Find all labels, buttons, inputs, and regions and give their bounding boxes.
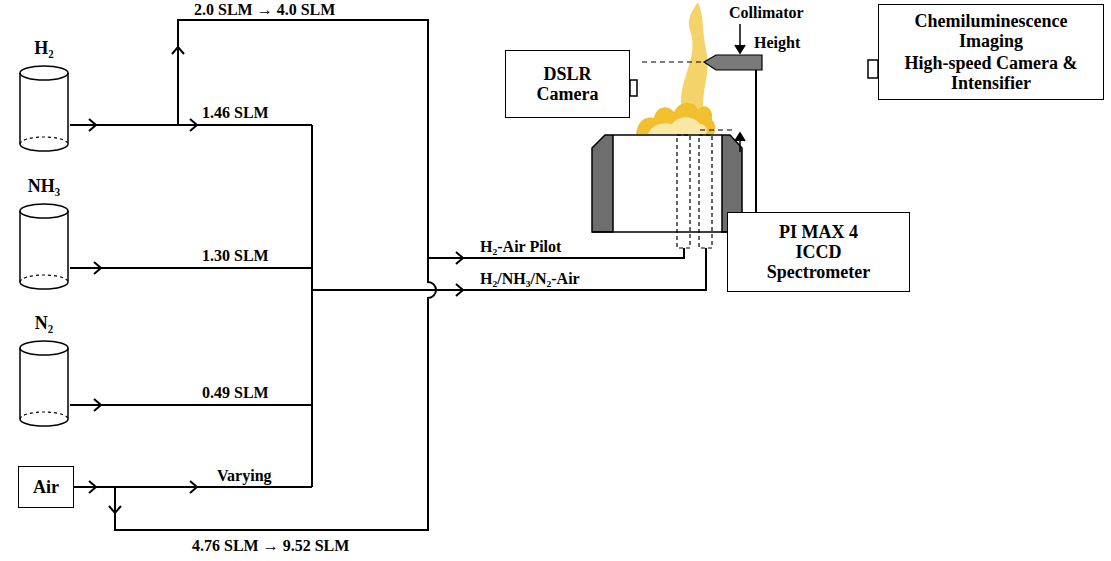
gas-cylinder: NH₃	[18, 176, 70, 292]
cylinder-bottom	[20, 419, 68, 426]
flame-base	[636, 103, 715, 134]
flow-label: 1.30 SLM	[200, 247, 271, 264]
burner-wall-left	[592, 135, 613, 232]
cylinder-top	[20, 341, 68, 355]
box-text: Chemiluminescence Imaging	[903, 11, 1079, 51]
flow-arrowhead	[94, 262, 101, 274]
box-text: Air	[33, 477, 59, 497]
camera-box: DSLR Camera	[505, 50, 630, 118]
cylinder-top	[20, 204, 68, 218]
box-text: DSLR Camera	[528, 64, 608, 104]
flow-label: H₂/NH₃/N₂-Air	[478, 270, 582, 287]
camera-lens	[630, 80, 637, 96]
flow-arrowhead	[456, 252, 463, 264]
height-arrowhead	[735, 133, 745, 141]
flame-core	[648, 117, 707, 134]
dimension-label: Height	[752, 34, 802, 51]
h2-supply-line	[70, 124, 312, 126]
spectrometer-box: PI MAX 4 ICCD Spectrometer	[727, 212, 910, 292]
camera-lens	[868, 60, 878, 78]
gas-cylinder: H₂	[18, 38, 70, 154]
cylinder-outline	[18, 64, 70, 154]
burner-exit-line	[700, 129, 734, 130]
cylinder-top	[20, 66, 68, 80]
flow-arrowhead	[172, 47, 184, 54]
box-text: PI MAX 4 ICCD Spectrometer	[763, 222, 875, 282]
gas-name: N₂	[18, 313, 70, 337]
cylinder-side	[20, 211, 68, 282]
flow-arrowhead	[456, 284, 463, 296]
flow-label: H₂-Air Pilot	[478, 238, 563, 255]
mixing-manifold	[311, 125, 313, 487]
fiber-cable	[755, 70, 757, 212]
pilot-tube	[677, 135, 690, 248]
dimension-label: Collimator	[727, 4, 806, 21]
cylinder-outline	[18, 339, 70, 429]
flame	[636, 2, 715, 134]
camera-box: Chemiluminescence ImagingHigh-speed Came…	[878, 4, 1104, 100]
flow-label: 2.0 SLM → 4.0 SLM	[192, 1, 337, 18]
gas-cylinder: N₂	[18, 313, 70, 429]
gas-name: H₂	[18, 38, 70, 62]
cylinder-bottom-hidden	[20, 275, 68, 282]
n2-supply-line	[70, 404, 312, 406]
cylinder-bottom	[20, 144, 68, 151]
collimator	[704, 55, 762, 70]
flame-plume	[681, 2, 708, 112]
flow-arrowhead	[190, 119, 197, 131]
flow-label: 4.76 SLM → 9.52 SLM	[190, 537, 351, 554]
cylinder-bottom	[20, 282, 68, 289]
flow-arrowhead	[190, 481, 197, 493]
air-supply-line	[74, 486, 312, 488]
cylinder-side	[20, 73, 68, 144]
flow-label: 0.49 SLM	[200, 384, 271, 401]
gas-name: NH₃	[18, 176, 70, 200]
flow-arrowhead	[89, 481, 96, 493]
box-text: High-speed Camera & Intensifier	[903, 53, 1079, 93]
main-tube	[699, 135, 712, 248]
height-arrowhead	[735, 45, 745, 53]
nh3-supply-line	[70, 267, 312, 269]
pilot-supply-line	[115, 20, 436, 530]
flow-label: Varying	[215, 467, 274, 484]
collimator-level-line	[642, 61, 702, 62]
burner-outline	[592, 135, 742, 232]
flow-label: 1.46 SLM	[200, 104, 271, 121]
flow-arrowhead	[109, 506, 121, 513]
air-supply-box: Air	[18, 466, 74, 508]
cylinder-outline	[18, 202, 70, 292]
cylinder-side	[20, 348, 68, 419]
cylinder-bottom-hidden	[20, 412, 68, 419]
flow-arrowhead	[94, 399, 101, 411]
cylinder-bottom-hidden	[20, 137, 68, 144]
flow-arrowhead	[89, 119, 96, 131]
